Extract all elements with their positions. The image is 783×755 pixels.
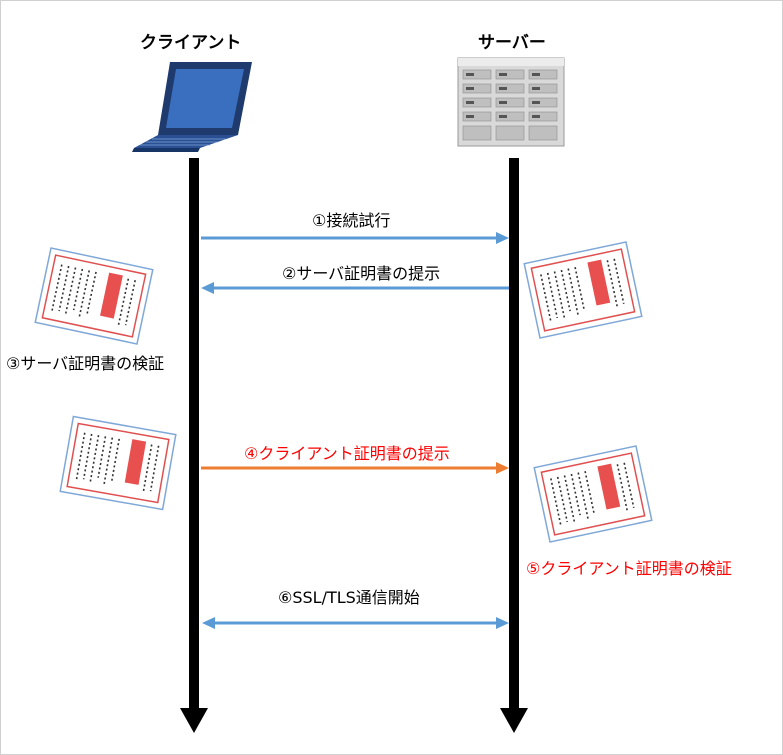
- server-rack-icon: [457, 57, 565, 147]
- step-1-label: ①接続試行: [312, 211, 391, 230]
- client-title: クライアント: [140, 33, 242, 53]
- arrow-server-cert: [201, 282, 509, 294]
- server-lifeline: [500, 158, 528, 733]
- arrow-tls-start: [202, 617, 509, 629]
- arrow-connect-attempt: [201, 232, 509, 244]
- arrow-client-cert: [201, 462, 509, 474]
- certificate-document-icon: [59, 415, 177, 511]
- certificate-document-icon: [533, 445, 653, 543]
- client-lifeline: [180, 158, 208, 733]
- step-5-label: ⑤クライアント証明書の検証: [526, 559, 732, 578]
- certificate-document-icon: [34, 247, 154, 345]
- certificate-document-icon: [523, 241, 643, 339]
- laptop-icon: [132, 62, 252, 152]
- step-4-label: ④クライアント証明書の提示: [244, 444, 450, 463]
- step-3-label: ③サーバ証明書の検証: [6, 354, 165, 373]
- step-2-label: ②サーバ証明書の提示: [282, 264, 441, 283]
- server-title: サーバー: [478, 33, 546, 53]
- step-6-label: ⑥SSL/TLS通信開始: [278, 588, 420, 607]
